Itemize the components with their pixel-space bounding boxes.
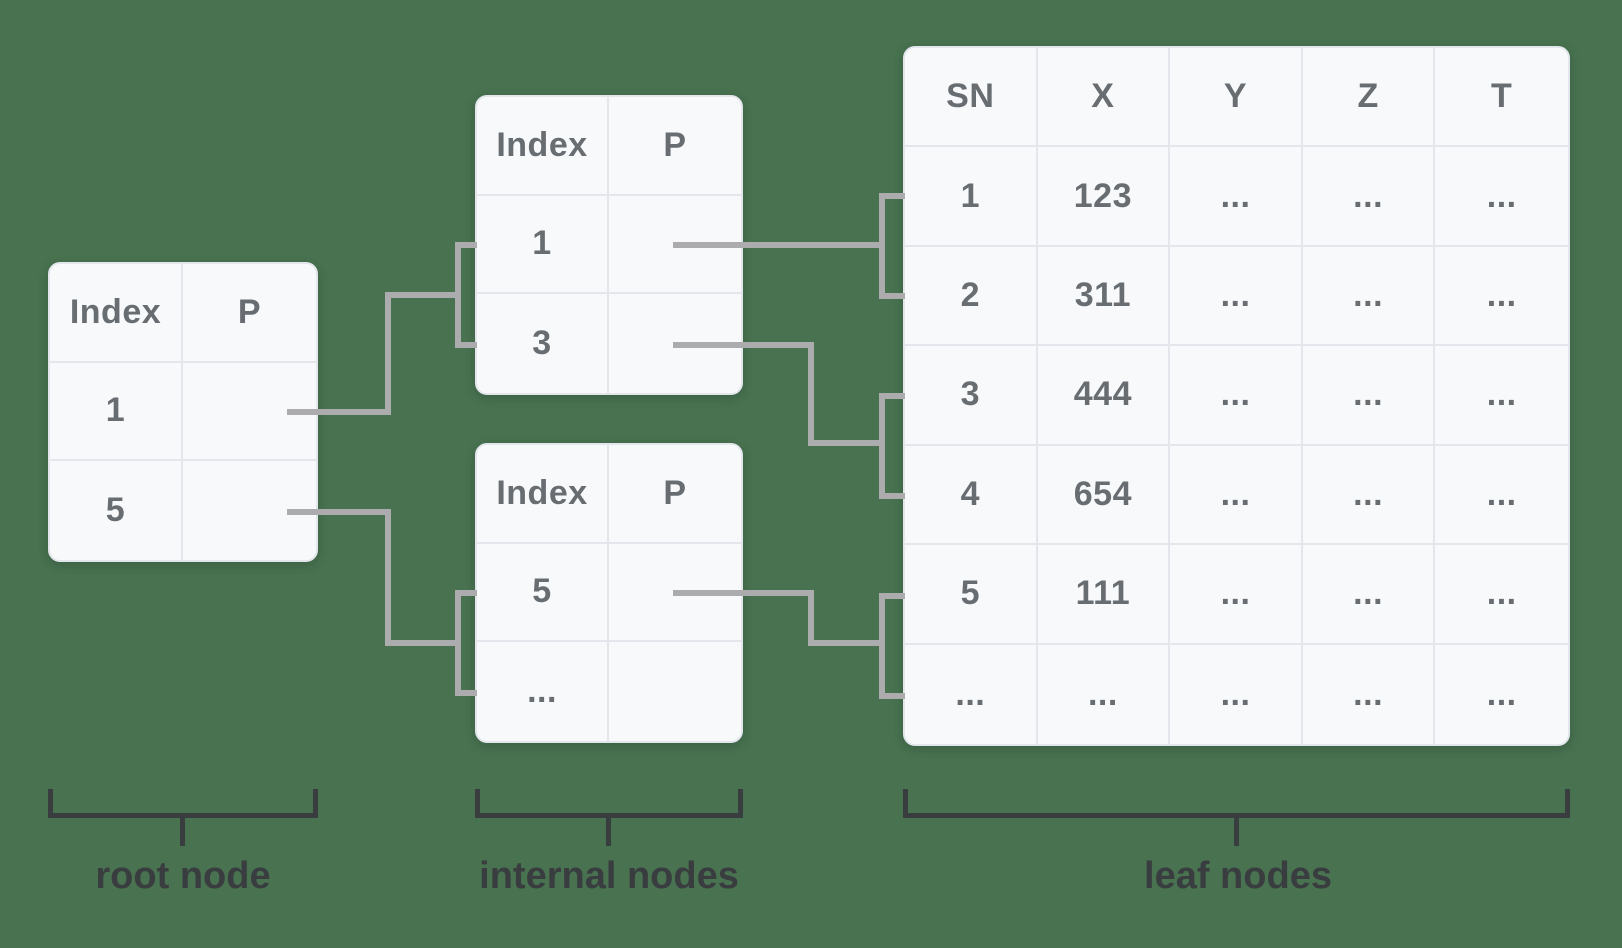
bracket-leaf12-stub2 — [879, 293, 905, 299]
leaf-cell: 111 — [1037, 545, 1171, 645]
leaf-cell: ... — [1170, 346, 1303, 446]
leaf-cell: ... — [1302, 445, 1436, 546]
leaf-cell: ... — [1435, 147, 1568, 247]
label-leaf-nodes: leaf nodes — [1144, 855, 1332, 897]
brace-leaf-right-tick — [1565, 789, 1570, 818]
leaf-cell: ... — [1303, 644, 1436, 744]
internal-bottom-cell-p-5 — [609, 544, 741, 643]
label-root-node: root node — [95, 855, 271, 897]
leaf-header-y: Y — [1170, 48, 1303, 148]
internal-top-header-p: P — [609, 97, 741, 196]
connector-int3-h1 — [673, 342, 814, 348]
leaf-cell: 3 — [905, 346, 1038, 446]
leaf-cell: 444 — [1037, 346, 1171, 446]
leaf-cell: 2 — [905, 246, 1038, 347]
internal-top-cell-index-1: 1 — [477, 195, 609, 295]
leaf-cell: ... — [905, 644, 1038, 744]
connector-int3-h2 — [808, 440, 881, 446]
root-cell-index-1: 1 — [50, 362, 183, 462]
internal-bottom-cell-p-ellipsis — [609, 642, 741, 741]
leaf-cell: ... — [1435, 446, 1568, 546]
leaf-cell: 1 — [905, 147, 1038, 247]
bracket-leaf34-stub2 — [879, 493, 905, 499]
root-node-table: Index P 1 5 — [48, 262, 318, 562]
root-cell-p-1 — [183, 363, 316, 462]
connector-int5-h1 — [673, 590, 814, 596]
leaf-cell: 5 — [905, 545, 1038, 645]
bracket-internal-bottom-stub1 — [455, 590, 477, 596]
connector-root5-h1 — [287, 509, 388, 515]
internal-bottom-header-p: P — [609, 445, 741, 544]
leaf-cell: ... — [1302, 346, 1436, 446]
internal-bottom-cell-index-5: 5 — [477, 543, 609, 643]
connector-int1-h — [673, 242, 882, 248]
bracket-leaf12-stub1 — [879, 193, 905, 199]
bracket-leaf56-stub2 — [879, 693, 905, 699]
leaf-cell: ... — [1170, 545, 1303, 645]
bracket-internal-top-stub2 — [455, 342, 477, 348]
bracket-internal-bottom-v — [455, 590, 461, 696]
leaf-cell: ... — [1302, 246, 1436, 347]
root-cell-index-5: 5 — [50, 461, 183, 560]
connector-root1-h2 — [385, 292, 458, 298]
connector-int3-v — [808, 342, 814, 446]
brace-leaf-center-tick — [1234, 813, 1239, 846]
leaf-cell: ... — [1170, 147, 1303, 247]
leaf-cell: 311 — [1037, 246, 1171, 347]
brace-root-left-tick — [48, 789, 53, 818]
brace-internal-center-tick — [606, 813, 611, 846]
internal-top-cell-index-3: 3 — [477, 294, 609, 393]
leaf-cell: ... — [1486, 674, 1517, 713]
leaf-cell: ... — [1302, 147, 1436, 247]
brace-root-right-tick — [313, 789, 318, 818]
leaf-nodes-table: SN X Y Z T 1 123 ... ... ... 2 311 ... .… — [903, 46, 1570, 746]
leaf-header-z: Z — [1302, 48, 1436, 148]
leaf-cell: 123 — [1037, 147, 1171, 247]
label-internal-nodes: internal nodes — [479, 855, 739, 897]
connector-root5-h2 — [385, 640, 458, 646]
internal-top-header-index: Index — [477, 97, 609, 196]
internal-bottom-cell-index-ellipsis: ... — [477, 642, 609, 741]
connector-root1-v — [385, 292, 391, 415]
bracket-leaf56-stub1 — [879, 593, 905, 599]
connector-int5-v — [808, 590, 814, 646]
brace-leaf-left-tick — [903, 789, 908, 818]
internal-top-cell-p-1 — [609, 196, 741, 295]
root-header-index: Index — [50, 264, 183, 363]
bracket-leaf34-v — [879, 393, 885, 499]
bracket-leaf12-v — [879, 193, 885, 299]
leaf-cell: 4 — [905, 445, 1038, 546]
brace-internal-left-tick — [475, 789, 480, 818]
brace-root-center-tick — [180, 813, 185, 846]
connector-root5-v — [385, 509, 391, 646]
bracket-internal-top-v — [455, 242, 461, 348]
leaf-cell: ... — [1435, 346, 1568, 446]
bracket-internal-bottom-stub2 — [455, 690, 477, 696]
internal-bottom-header-index: Index — [477, 445, 609, 544]
leaf-header-x: X — [1037, 48, 1171, 148]
leaf-cell: ... — [1170, 445, 1303, 546]
leaf-header-t: T — [1435, 48, 1568, 148]
leaf-cell: 654 — [1037, 445, 1171, 546]
root-header-p: P — [183, 264, 316, 363]
leaf-cell: ... — [1435, 545, 1568, 645]
leaf-header-sn: SN — [905, 48, 1038, 148]
leaf-cell: ... — [1170, 644, 1303, 744]
leaf-cell: ... — [1302, 545, 1436, 645]
leaf-cell: ... — [1435, 247, 1568, 347]
leaf-cell: ... — [1038, 644, 1171, 744]
connector-root1-h1 — [287, 409, 388, 415]
bracket-leaf56-v — [879, 593, 885, 699]
leaf-cell: ... — [1170, 246, 1303, 347]
bracket-leaf34-stub1 — [879, 393, 905, 399]
brace-internal-right-tick — [738, 789, 743, 818]
bracket-internal-top-stub1 — [455, 242, 477, 248]
connector-int5-h2 — [808, 640, 881, 646]
